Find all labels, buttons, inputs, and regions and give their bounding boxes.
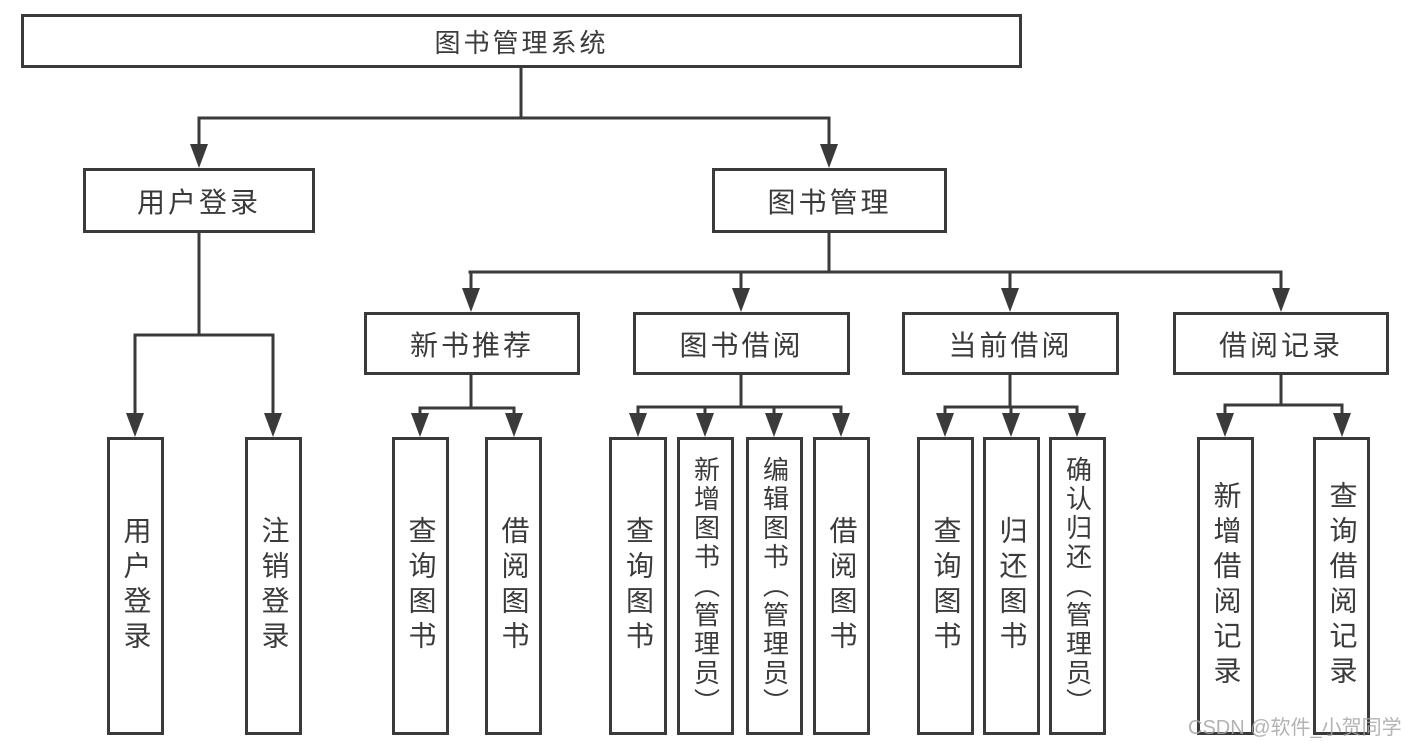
leaf-label: 查询图书	[405, 516, 437, 656]
node-label: 图书管理系统	[434, 27, 609, 58]
leaf-label: 新增图书（管理员）	[690, 455, 721, 717]
leaf-logout: 注销登录	[245, 437, 302, 735]
leaf-label: 借阅图书	[826, 516, 858, 656]
node-book-borrowing: 图书借阅	[633, 312, 850, 375]
leaf-label: 归还图书	[996, 516, 1028, 656]
node-book-management: 图书管理	[712, 168, 947, 233]
leaf-return-books: 归还图书	[983, 437, 1040, 735]
leaf-label: 编辑图书（管理员）	[759, 455, 790, 717]
node-label: 图书管理	[767, 186, 892, 218]
leaf-search-books-borrow: 查询图书	[609, 437, 667, 735]
node-library-management-system: 图书管理系统	[21, 14, 1022, 68]
leaf-label: 用户登录	[120, 516, 152, 656]
node-label: 用户登录	[136, 186, 261, 218]
node-borrowing-records: 借阅记录	[1173, 312, 1389, 375]
leaf-borrow-books-recommend: 借阅图书	[485, 437, 542, 735]
leaf-add-books-admin: 新增图书（管理员）	[677, 437, 734, 735]
node-user-login: 用户登录	[83, 168, 315, 233]
leaf-search-books-recommend: 查询图书	[392, 437, 449, 735]
node-new-book-recommend: 新书推荐	[364, 312, 580, 375]
leaf-label: 查询图书	[623, 516, 654, 656]
node-label: 借阅记录	[1218, 329, 1343, 361]
arrowheads	[126, 144, 1351, 437]
leaf-edit-books-admin: 编辑图书（管理员）	[746, 437, 803, 735]
leaf-add-borrow-record: 新增借阅记录	[1197, 437, 1254, 735]
leaf-label: 查询图书	[930, 516, 962, 656]
leaf-search-borrow-record: 查询借阅记录	[1313, 437, 1370, 735]
node-current-borrowing: 当前借阅	[902, 312, 1119, 375]
leaf-label: 新增借阅记录	[1210, 481, 1242, 691]
leaf-label: 注销登录	[258, 516, 290, 656]
node-label: 新书推荐	[409, 329, 534, 361]
leaf-label: 借阅图书	[498, 516, 530, 656]
leaf-user-login: 用户登录	[107, 437, 164, 735]
leaf-search-books-current: 查询图书	[917, 437, 974, 735]
leaf-label: 确认归还（管理员）	[1062, 455, 1093, 717]
node-label: 图书借阅	[679, 329, 804, 361]
node-label: 当前借阅	[948, 329, 1073, 361]
leaf-borrow-books: 借阅图书	[813, 437, 870, 735]
leaf-confirm-return-admin: 确认归还（管理员）	[1049, 437, 1106, 735]
leaf-label: 查询借阅记录	[1326, 481, 1358, 691]
